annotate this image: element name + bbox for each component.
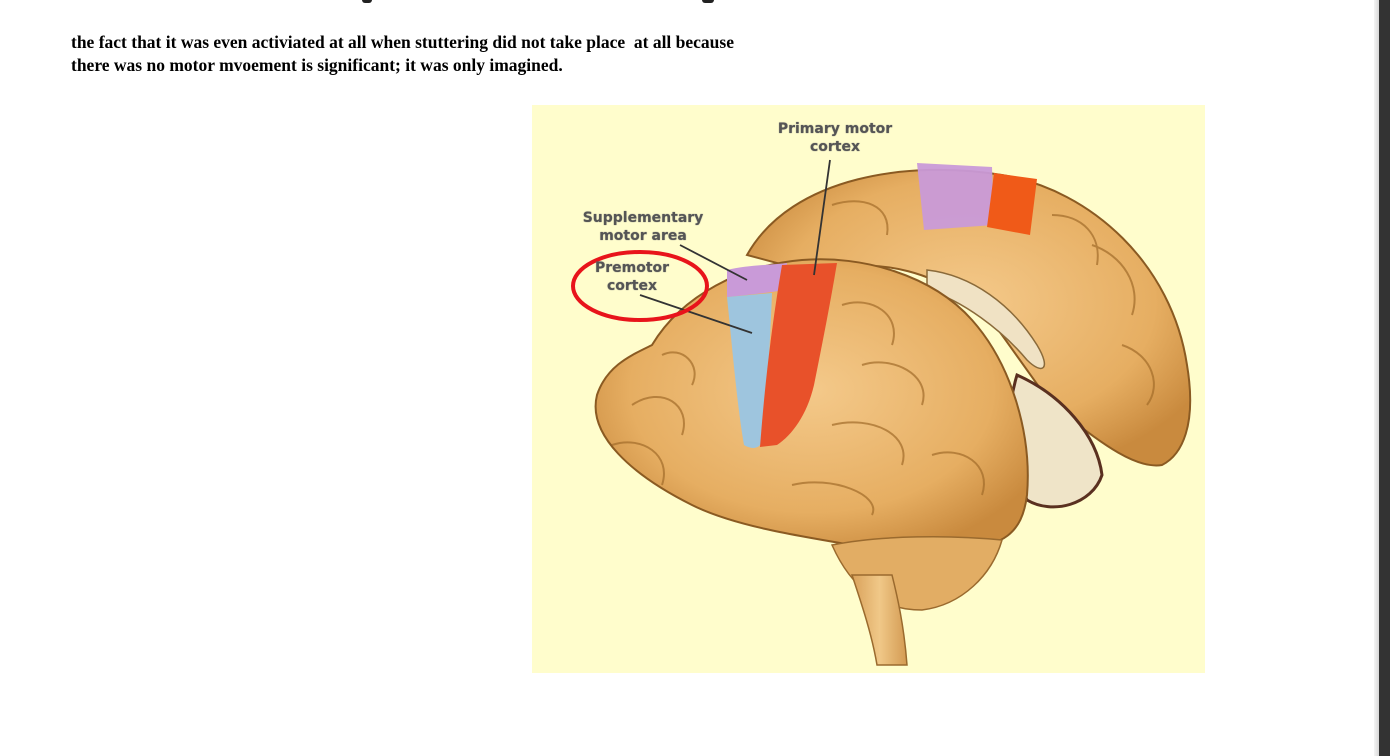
label-premotor-cortex: Premotor cortex (594, 260, 670, 294)
label-supplementary-motor-area: Supplementary motor area (582, 210, 704, 244)
cut-off-heading-fragment (702, 0, 714, 3)
viewer-gutter (1379, 0, 1390, 756)
label-primary-motor-cortex: Primary motor cortex (777, 121, 893, 155)
page-edge-shadow (1374, 0, 1379, 756)
brain-motor-areas-figure: Primary motor cortex Supplementary motor… (532, 105, 1205, 673)
cut-off-heading-fragment (362, 0, 372, 3)
brain-illustration (571, 159, 1192, 666)
body-paragraph: the fact that it was even activiated at … (71, 31, 831, 77)
paragraph-line-1: the fact that it was even activiated at … (71, 32, 734, 52)
annotation-circle (571, 250, 709, 322)
paragraph-line-2: there was no motor mvoement is significa… (71, 55, 563, 75)
